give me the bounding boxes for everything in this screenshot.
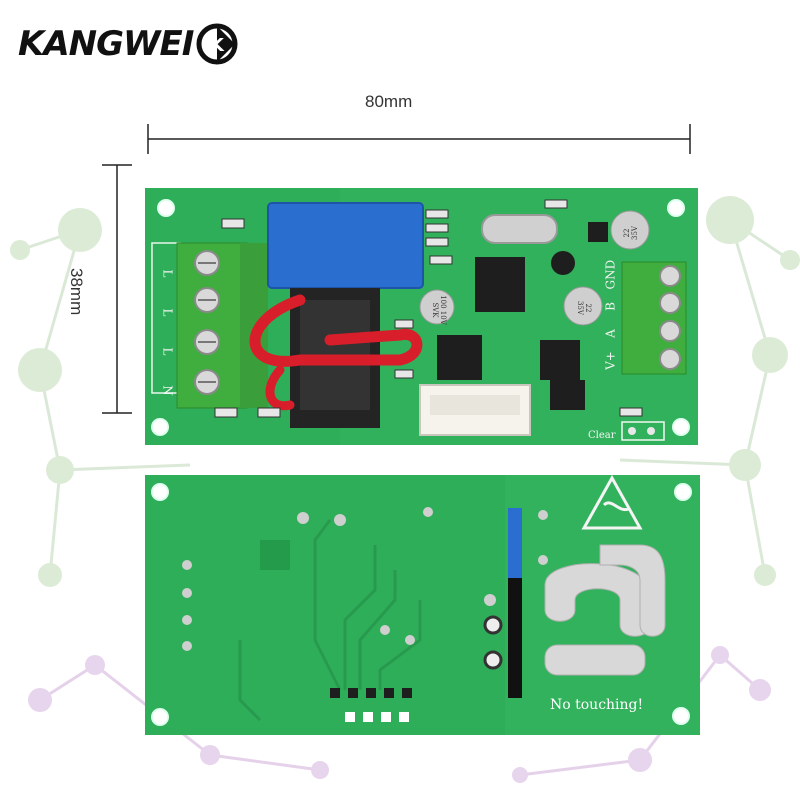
clear-label: Clear bbox=[588, 430, 616, 441]
esd-warning-icon bbox=[581, 474, 643, 530]
svg-text:K: K bbox=[210, 35, 225, 56]
width-dimension-label: 80mm bbox=[365, 92, 413, 111]
brand-logo: KANGWEI K bbox=[18, 16, 239, 72]
warning-text: No touching! bbox=[550, 697, 644, 713]
brand-mark-icon: K bbox=[196, 23, 238, 65]
brand-name: KANGWEI bbox=[18, 24, 194, 64]
